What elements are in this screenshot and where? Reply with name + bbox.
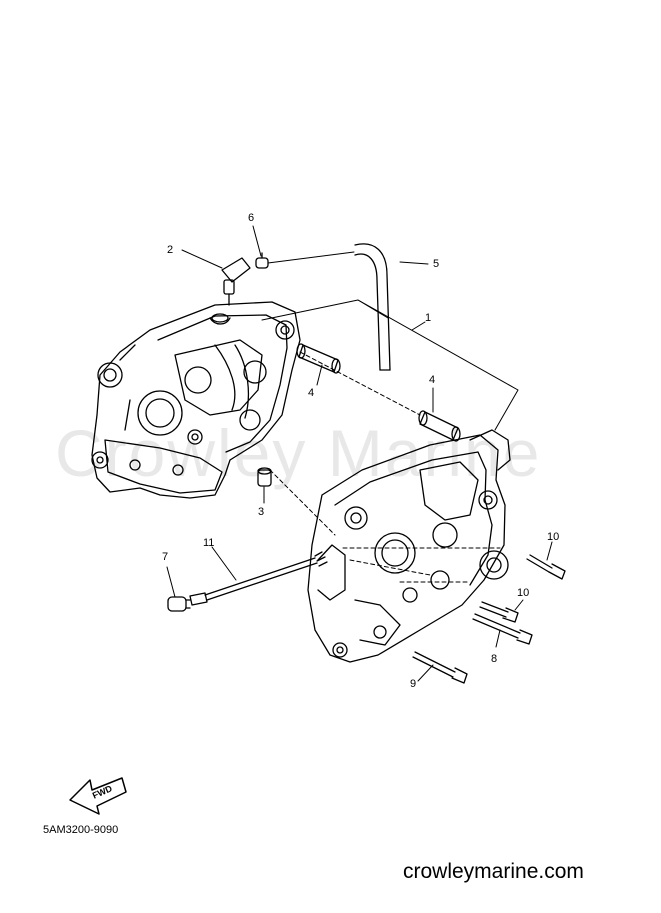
leader-1 xyxy=(411,321,426,331)
leader-8 xyxy=(495,629,501,648)
callout-6: 6 xyxy=(248,212,255,224)
callout-10-lower: 10 xyxy=(517,587,530,599)
callout-9: 9 xyxy=(410,678,417,690)
callout-11: 11 xyxy=(203,537,215,549)
callout-8: 8 xyxy=(491,653,498,665)
left-crankcase-half xyxy=(91,301,301,499)
callout-4-left: 4 xyxy=(308,387,315,399)
alignment-lines xyxy=(269,351,501,583)
bolt-part-10-lower xyxy=(479,601,519,623)
callout-4-right: 4 xyxy=(429,374,436,386)
bolt-part-8 xyxy=(472,613,533,645)
leader-4-left xyxy=(316,364,323,386)
right-crankcase-half xyxy=(307,429,511,663)
fwd-arrow-icon xyxy=(69,777,127,815)
dowel-pin-part-4-right xyxy=(418,410,461,442)
callout-bracket-1 xyxy=(261,299,519,431)
breather-joint-part-2 xyxy=(221,257,251,306)
leader-10-upper xyxy=(546,541,553,561)
callout-1: 1 xyxy=(425,312,432,324)
callout-7: 7 xyxy=(162,551,169,563)
leader-5 xyxy=(399,261,429,265)
plug-part-3 xyxy=(257,467,272,487)
pipe-part-11 xyxy=(189,551,328,606)
diagram-code: 5AM3200-9090 xyxy=(43,824,119,836)
breather-hose-part-5 xyxy=(354,243,391,371)
leader-6 xyxy=(252,225,262,257)
leader-2 xyxy=(181,249,223,269)
bolt-part-10-upper xyxy=(526,554,566,580)
cap-part-7 xyxy=(167,596,191,612)
leader-9 xyxy=(417,664,434,682)
bolt-part-9 xyxy=(412,651,468,684)
callout-10-upper: 10 xyxy=(547,531,560,543)
dowel-pin-part-4-left xyxy=(296,343,341,374)
site-footer-link[interactable]: crowleymarine.com xyxy=(403,860,584,883)
callout-2: 2 xyxy=(167,244,174,256)
callout-5: 5 xyxy=(433,258,440,270)
leader-7 xyxy=(166,566,176,598)
hose-clip-part-6 xyxy=(255,251,355,269)
callout-3: 3 xyxy=(258,506,265,518)
leader-11 xyxy=(211,546,237,581)
leader-10-lower xyxy=(514,599,524,611)
